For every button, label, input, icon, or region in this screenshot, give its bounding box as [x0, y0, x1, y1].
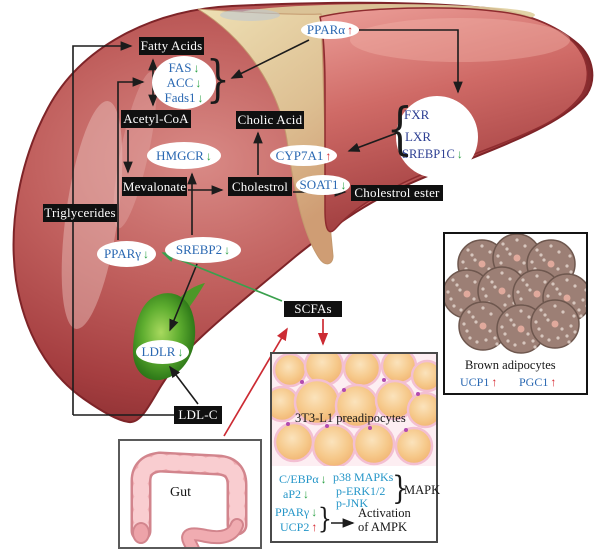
- pparg2-label: PPARγ: [275, 505, 310, 519]
- down-arrow: ↓: [340, 178, 347, 192]
- soat1-label: SOAT1: [299, 177, 339, 192]
- cebpa-row: C/EBPα↓: [279, 472, 327, 487]
- lipogenic-enzymes-oval: FAS↓ ACC↓ Fads1↓: [152, 56, 216, 109]
- up-arrow: ↑: [311, 520, 318, 534]
- gut-label: Gut: [170, 485, 191, 500]
- label-mevalonate: Mevalonate: [122, 177, 187, 196]
- label-cholestrol: Cholestrol: [228, 177, 292, 196]
- acc-row: ACC↓: [167, 75, 202, 90]
- ppara-oval: PPARα↑: [301, 21, 359, 39]
- arrow-triglycerides-to-fatty-acids: [72, 41, 133, 415]
- lipogenic-group-brace: }: [205, 50, 230, 108]
- cell-nuclei-dots: [286, 378, 420, 432]
- pparg-oval: PPARγ↓: [97, 241, 156, 267]
- label-cholestrol-ester: Cholestrol ester: [351, 185, 443, 201]
- fxr-circle-background: [396, 96, 478, 178]
- ucp1-row: UCP1↑: [460, 375, 497, 390]
- up-arrow: ↑: [325, 148, 332, 163]
- lxr-label: LXR: [405, 129, 431, 144]
- pparg-label: PPARγ: [103, 246, 142, 261]
- brown-adipocyte-title: Brown adipocytes: [465, 358, 556, 372]
- fads1-row: Fads1↓: [164, 90, 203, 105]
- mapk-label: MAPK: [404, 483, 441, 497]
- ldlr-oval: LDLR↓: [136, 340, 189, 364]
- up-arrow: ↑: [347, 23, 354, 37]
- srebp2-label: SREBP2: [175, 242, 223, 257]
- fxr-label: FXR: [404, 107, 430, 122]
- fxr-lxr-srebp1c-group: FXR LXR SREBP1C↓: [396, 96, 482, 178]
- pathway-arrows: [72, 29, 463, 416]
- down-arrow: ↓: [177, 345, 184, 359]
- label-acetyl-coa: Acetyl-CoA: [121, 110, 191, 128]
- intestine-illustration: [130, 451, 248, 551]
- activation-line1: Activation: [358, 506, 411, 520]
- arrow-fxrgroup-to-cyp7a1: [347, 132, 398, 152]
- mapk-brace: }: [392, 469, 409, 507]
- soat1-oval: SOAT1↓: [296, 175, 350, 195]
- down-arrow: ↓: [195, 75, 202, 90]
- arrow-ppara-to-lipogenic-bracket: [230, 39, 310, 79]
- srebp1c-row: SREBP1C↓: [402, 147, 463, 162]
- arrow-srebp2-to-ldlr: [169, 263, 198, 332]
- down-arrow: ↓: [320, 472, 327, 486]
- fas-label: FAS: [168, 60, 192, 75]
- brown-adipocyte-cells-illustration: [445, 234, 586, 354]
- down-arrow: ↓: [224, 243, 231, 257]
- arrow-ppara-to-fxr-group: [359, 29, 463, 94]
- arrow-ldlc-to-ldlr: [169, 365, 199, 405]
- cyp7a1-oval: CYP7A1↑: [270, 145, 337, 166]
- srebp1c-label: SREBP1C: [402, 147, 455, 161]
- pjnk-label: p-JNK: [336, 496, 368, 510]
- cebpa-label: C/EBPα: [279, 472, 319, 486]
- ap2-row: aP2↓: [283, 487, 309, 502]
- p38-mapk-label: p38 MAPKs: [333, 470, 394, 484]
- fxr-group-brace: {: [386, 97, 414, 162]
- hmgcr-label: HMGCR: [156, 147, 204, 163]
- arrow-gut-to-scfas: [223, 327, 288, 437]
- down-arrow: ↓: [456, 147, 463, 161]
- ucp2-row: UCP2↑: [280, 520, 317, 535]
- preadipocyte-panel: 3T3-L1 preadipocytes C/EBPα↓ p38 MAPKs a…: [270, 352, 441, 543]
- perk-label: p-ERK1/2: [336, 484, 386, 498]
- ldlr-label: LDLR: [141, 344, 176, 359]
- preadipocyte-cells-illustration: [272, 354, 436, 466]
- label-scfas: SCFAs: [284, 301, 342, 317]
- label-ldl-c: LDL-C: [174, 406, 222, 424]
- acc-label: ACC: [166, 75, 194, 90]
- arrow-to-ampk: [331, 518, 355, 528]
- preadipocyte-title: 3T3-L1 preadipocytes: [295, 411, 406, 425]
- ucp1-label: UCP1: [460, 375, 490, 389]
- arrow-pparg-to-lipogenic-enzymes: [117, 77, 145, 240]
- pparg2-row: PPARγ↓: [275, 505, 317, 520]
- gut-panel: Gut: [118, 439, 262, 551]
- label-fatty-acids: Fatty Acids: [139, 37, 204, 55]
- down-arrow: ↓: [303, 487, 309, 501]
- fads1-label: Fads1: [164, 90, 196, 105]
- pgc1-label: PGC1: [519, 375, 549, 389]
- down-arrow: ↓: [205, 148, 212, 163]
- down-arrow: ↓: [193, 60, 200, 75]
- label-cholic-acid: Cholic Acid: [236, 111, 304, 129]
- activation-line2: of AMPK: [358, 520, 407, 534]
- hmgcr-oval: HMGCR↓: [147, 142, 221, 169]
- cyp7a1-label: CYP7A1: [275, 147, 324, 163]
- down-arrow: ↓: [311, 505, 318, 519]
- pgc1-row: PGC1↑: [519, 375, 556, 390]
- up-arrow: ↑: [491, 375, 498, 389]
- ppara-label: PPARα: [306, 22, 346, 37]
- ucp2-label: UCP2: [280, 520, 310, 534]
- ampk-brace: }: [317, 502, 333, 535]
- up-arrow: ↑: [550, 375, 557, 389]
- preadipocyte-cells: [272, 354, 436, 466]
- ap2-label: aP2: [283, 487, 301, 501]
- brown-adipocyte-cells: [445, 234, 586, 354]
- srebp2-oval: SREBP2↓: [165, 237, 241, 263]
- down-arrow: ↓: [197, 90, 204, 105]
- brown-adipocyte-panel: Brown adipocytes UCP1↑ PGC1↑: [443, 232, 588, 395]
- down-arrow: ↓: [143, 247, 150, 261]
- fas-row: FAS↓: [169, 60, 200, 75]
- label-triglycerides: Triglycerides: [43, 204, 117, 222]
